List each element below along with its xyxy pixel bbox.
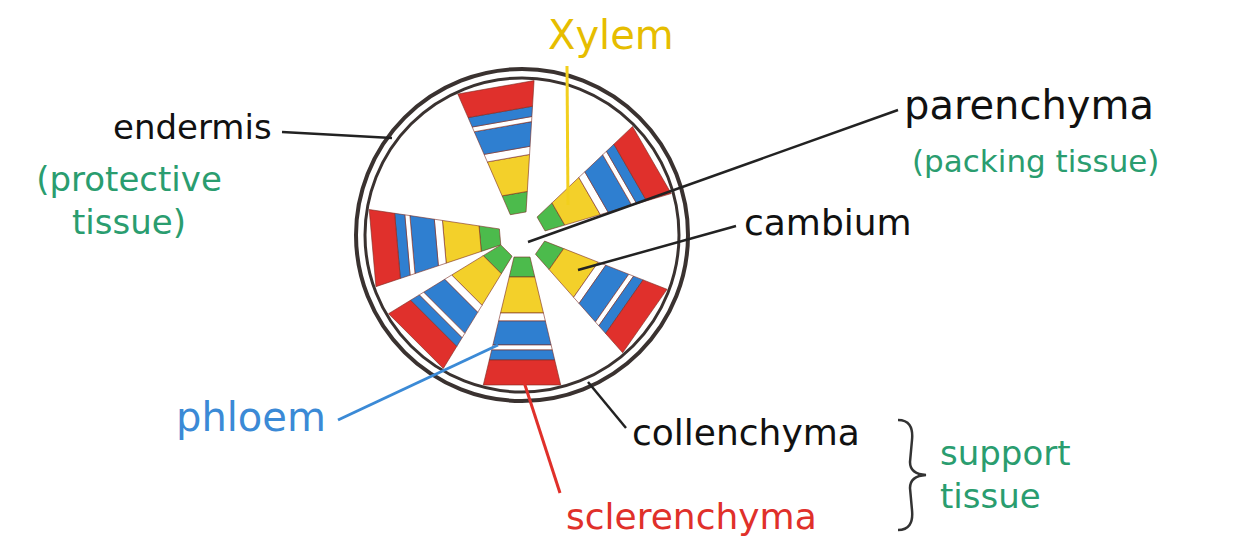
part-label: endermis	[113, 106, 272, 149]
tissue-band	[493, 321, 551, 345]
epidermis-inner	[365, 78, 679, 392]
tissue-band	[483, 360, 560, 385]
sclerenchyma-label: sclerenchyma	[566, 494, 817, 539]
tissue-band	[492, 345, 553, 350]
tissue-band	[458, 81, 534, 118]
tissue-band	[499, 313, 546, 321]
tissue-band	[369, 210, 400, 287]
part-label: cambium	[744, 200, 912, 245]
leader-line	[588, 382, 626, 428]
epidermis-outer	[356, 69, 688, 401]
tissue-type-note: (packing tissue)	[912, 142, 1159, 181]
tissue-type-note: (protective tissue)	[4, 158, 254, 243]
xylem-label: Xylem	[548, 10, 674, 60]
leader-line	[578, 226, 736, 270]
tissue-type-note: support tissue	[940, 432, 1120, 517]
brace	[898, 420, 926, 530]
tissue-band	[501, 277, 544, 313]
tissue-band	[489, 350, 554, 360]
leader-line	[567, 66, 568, 205]
phloem-label: phloem	[176, 392, 326, 442]
tissue-band	[442, 220, 481, 263]
vascular-bundles	[369, 81, 671, 385]
tissue-band	[389, 300, 457, 368]
part-label: collenchyma	[632, 410, 860, 455]
tissue-band	[614, 126, 671, 200]
leader-line	[282, 132, 392, 138]
leader-line	[524, 382, 560, 493]
tissue-band	[509, 257, 535, 277]
leader-line	[338, 345, 498, 420]
part-label: parenchyma	[904, 80, 1154, 130]
tissue-band	[606, 280, 667, 353]
